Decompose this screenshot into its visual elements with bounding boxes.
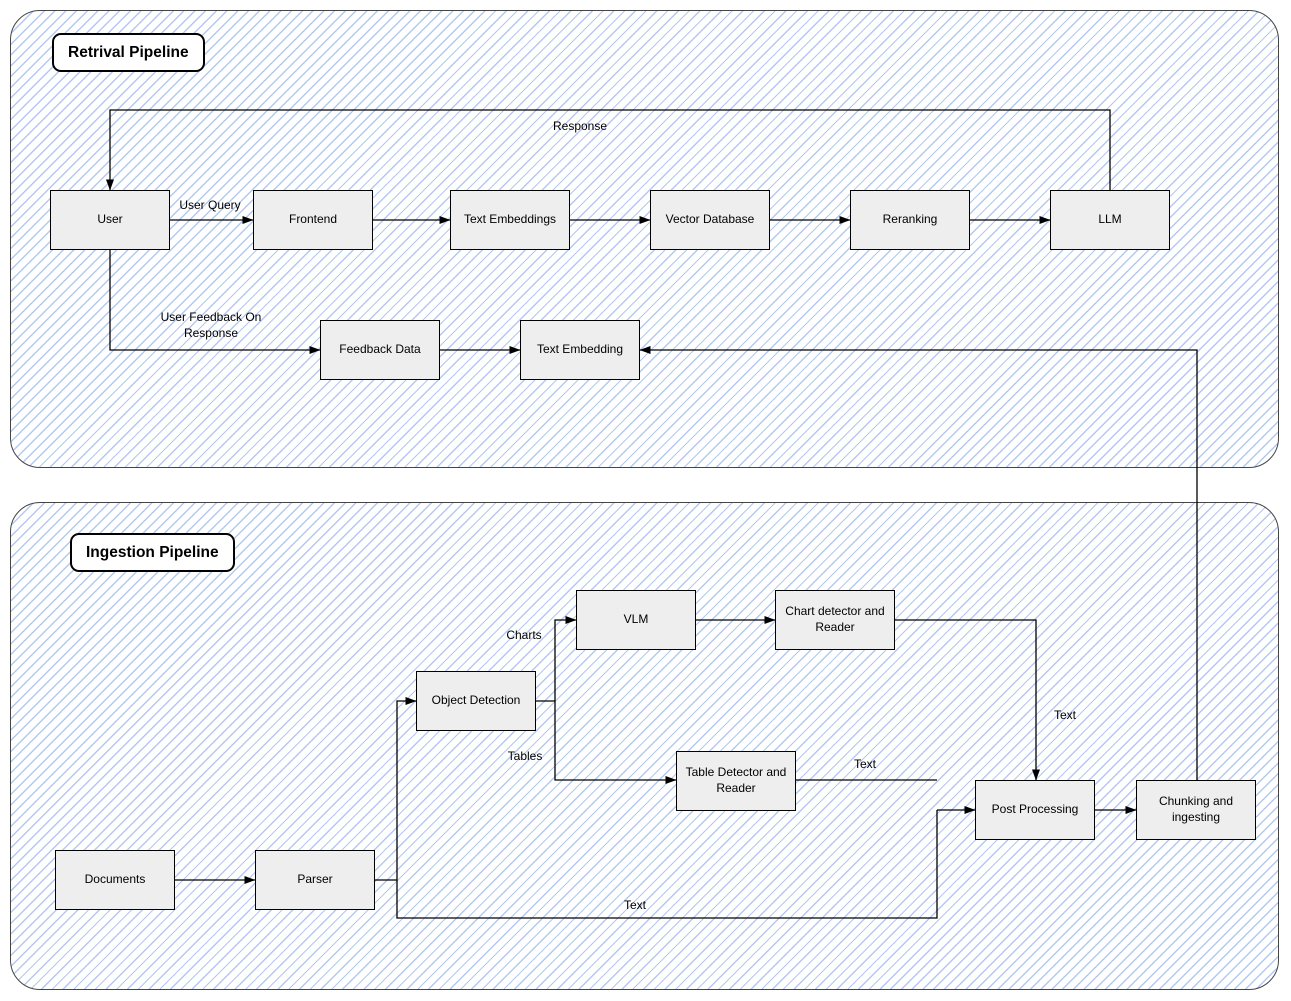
edge-charts-vlm: [554, 616, 577, 701]
edge-label-text-from-chart: Text: [1053, 708, 1077, 722]
node-vlm: VLM: [576, 590, 696, 650]
node-vector-database: Vector Database: [650, 190, 770, 250]
node-reranking: Reranking: [850, 190, 970, 250]
edge-parser-text-path: [396, 810, 938, 919]
edge-label-user-query: User Query: [179, 198, 241, 212]
edge-label-text-from-parser: Text: [623, 898, 647, 912]
node-feedback-data: Feedback Data: [320, 320, 440, 380]
edge-parser-objectdetection: [375, 697, 417, 881]
node-documents: Documents: [55, 850, 175, 910]
retrieval-pipeline-title: Retrival Pipeline: [52, 33, 205, 72]
node-parser: Parser: [255, 850, 375, 910]
node-llm: LLM: [1050, 190, 1170, 250]
edge-label-user-feedback: User Feedback On Response: [160, 310, 262, 341]
edge-label-charts: Charts: [506, 628, 542, 642]
edge-user-feedbackdata: [109, 250, 321, 354]
edge-chunking-textembedding: [639, 346, 1198, 780]
edge-tables-tabledetector: [554, 701, 677, 784]
edge-label-response: Response: [552, 119, 608, 133]
node-text-embedding: Text Embedding: [520, 320, 640, 380]
edge-llm-response-user: [106, 109, 1111, 191]
ingestion-pipeline-container: [10, 502, 1279, 990]
node-object-detection: Object Detection: [416, 671, 536, 731]
ingestion-pipeline-title: Ingestion Pipeline: [70, 533, 235, 572]
node-chunking-ingesting: Chunking and ingesting: [1136, 780, 1256, 840]
edge-chartdetector-postprocessing: [895, 619, 1040, 781]
edge-label-text-from-table: Text: [853, 757, 877, 771]
node-frontend: Frontend: [253, 190, 373, 250]
edge-label-tables: Tables: [507, 749, 543, 763]
node-post-processing: Post Processing: [975, 780, 1095, 840]
node-table-detector-reader: Table Detector and Reader: [676, 751, 796, 811]
node-chart-detector-reader: Chart detector and Reader: [775, 590, 895, 650]
node-text-embeddings: Text Embeddings: [450, 190, 570, 250]
node-user: User: [50, 190, 170, 250]
